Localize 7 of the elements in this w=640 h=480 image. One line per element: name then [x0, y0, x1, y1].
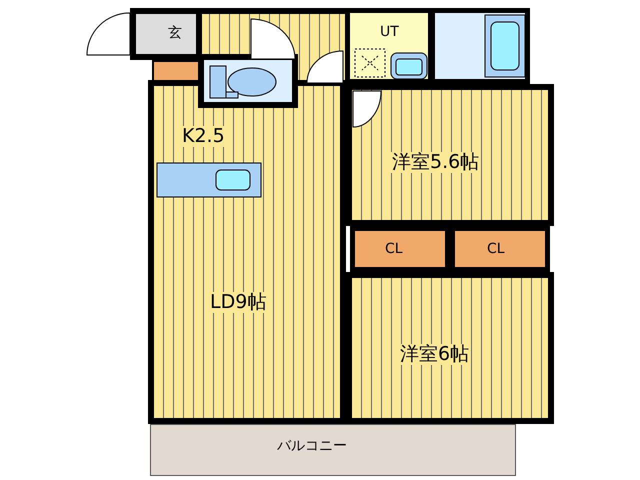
- room-label: 洋室5.6帖: [390, 152, 482, 173]
- room-label: K2.5: [180, 126, 227, 147]
- room-label: 洋室6帖: [398, 344, 472, 365]
- room-label: 玄: [166, 26, 184, 42]
- balcony: [150, 424, 516, 476]
- living-dining-kitchen-room: [148, 80, 346, 424]
- entrance-area: [130, 8, 202, 60]
